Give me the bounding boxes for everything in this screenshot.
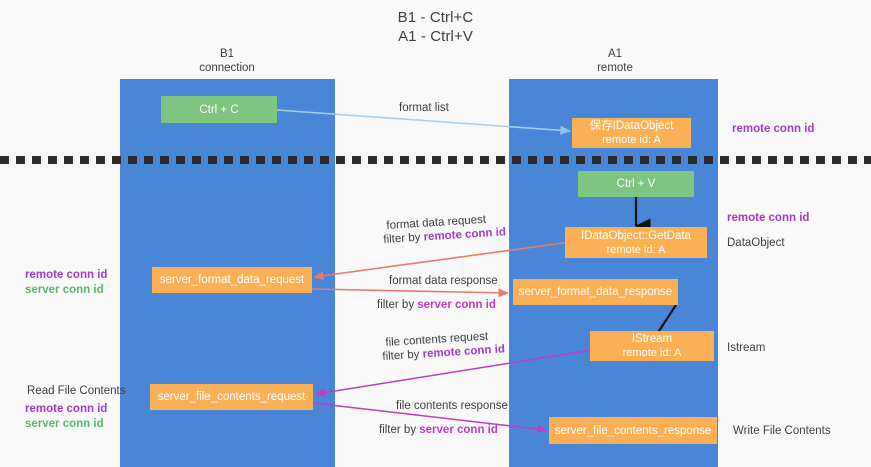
node-server-format-data-request-label: server_format_data_request — [159, 274, 305, 286]
column-header-a1: A1 remote — [535, 48, 695, 75]
connector-format-data-response — [311, 288, 509, 298]
node-idataobject-getdata-label: IDataObject::GetData — [581, 229, 691, 242]
node-server-file-contents-request[interactable]: server_file_contents_request — [150, 384, 313, 410]
annotation-left-remote-conn-id-mid: remote conn id — [25, 269, 108, 281]
column-header-b1-role: connection — [199, 61, 255, 74]
column-header-b1-name: B1 — [219, 48, 235, 60]
edge-label-format-list: format list — [399, 102, 449, 114]
node-server-file-contents-response-label: server_file_contents_response — [554, 424, 712, 437]
node-server-file-contents-response[interactable]: server_file_contents_response — [549, 417, 717, 444]
node-save-idataobject-sub: remote id: A — [602, 134, 661, 146]
node-idataobject-getdata[interactable]: IDataObject::GetData remote id: A — [565, 227, 707, 258]
edge-label-format-data-response-filter-key: server conn id — [417, 299, 496, 311]
node-idataobject-getdata-sub: remote id: A — [606, 243, 666, 256]
edge-label-format-data-request-filter-prefix: filter by — [383, 231, 425, 246]
node-istream-label: IStream — [631, 333, 673, 345]
column-header-b1: B1 connection — [147, 48, 307, 75]
edge-label-format-data-response: format data response — [389, 275, 498, 287]
annotation-left-server-conn-id-mid: server conn id — [25, 284, 104, 296]
node-istream[interactable]: IStream remote id: A — [590, 331, 714, 361]
node-server-format-data-response-label: server_format_data_response — [518, 286, 673, 298]
title-line-2: A1 - Ctrl+V — [398, 28, 473, 45]
page-title: B1 - Ctrl+C A1 - Ctrl+V — [0, 8, 871, 46]
node-server-format-data-request[interactable]: server_format_data_request — [152, 267, 312, 293]
edge-label-file-contents-request-filter-key: remote conn id — [422, 343, 506, 361]
annotation-istream: Istream — [727, 342, 766, 354]
node-save-idataobject-label: 保存IDataObject — [589, 120, 674, 132]
annotation-left-server-conn-id-bottom: server conn id — [25, 418, 104, 430]
annotation-write-file-contents: Write File Contents — [733, 425, 831, 437]
node-istream-sub: remote id: A — [622, 347, 682, 359]
column-header-a1-name: A1 — [607, 48, 623, 60]
node-ctrl-v-label: Ctrl + V — [616, 178, 656, 190]
node-ctrl-v[interactable]: Ctrl + V — [578, 171, 694, 197]
edge-label-format-data-response-filter: filter by server conn id — [377, 298, 496, 312]
section-divider — [0, 156, 871, 164]
annotation-left-remote-conn-id-bottom: remote conn id — [25, 403, 108, 415]
annotation-dataobject: DataObject — [727, 237, 785, 249]
node-server-format-data-response[interactable]: server_format_data_response — [513, 279, 678, 305]
edge-label-file-contents-response-filter-key: server conn id — [419, 424, 498, 436]
edge-label-file-contents-request-filter-prefix: filter by — [382, 348, 424, 363]
edge-label-format-data-request-filter-key: remote conn id — [423, 226, 507, 244]
column-header-a1-role: remote — [597, 61, 633, 74]
annotation-remote-conn-id-mid: remote conn id — [727, 212, 810, 224]
node-server-file-contents-request-label: server_file_contents_request — [157, 391, 306, 403]
annotation-remote-conn-id-top: remote conn id — [732, 123, 815, 135]
edge-label-file-contents-response: file contents response — [396, 400, 508, 412]
title-line-1: B1 - Ctrl+C — [397, 9, 474, 26]
node-save-idataobject[interactable]: 保存IDataObject remote id: A — [572, 118, 691, 148]
edge-label-file-contents-response-filter-prefix: filter by — [379, 424, 420, 436]
edge-label-format-data-response-filter-prefix: filter by — [377, 299, 418, 311]
node-ctrl-c[interactable]: Ctrl + C — [161, 96, 277, 123]
annotation-read-file-contents: Read File Contents — [27, 385, 126, 397]
edge-label-file-contents-response-filter: filter by server conn id — [379, 423, 498, 437]
node-ctrl-c-label: Ctrl + C — [199, 103, 239, 116]
